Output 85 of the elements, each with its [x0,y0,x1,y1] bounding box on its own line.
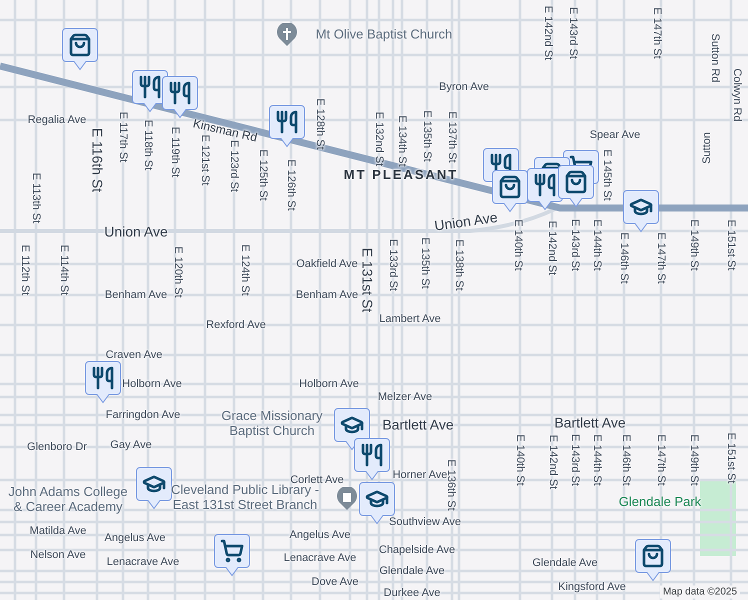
street-name: Farringdon Ave [106,408,180,422]
street-name: E 112th St [18,244,32,296]
street-name: Lenacrave Ave [284,552,356,564]
street-name: E 146th St [618,232,630,284]
street-name: Bartlett Ave [382,417,454,433]
park-name: Glendale Park [618,494,702,510]
street-name: E 116th St [89,128,105,192]
street-name: E 113th St [30,172,42,224]
street-name: E 118th St [142,120,154,170]
street-name: Rexford Ave [206,318,266,332]
street-name: E 140th St [512,219,524,271]
street-name: Glendale Ave [532,556,598,570]
street-name: E 142nd St [546,220,558,276]
street-name: E 123rd St [228,140,240,192]
street-name: Dove Ave [312,576,358,588]
street-name: Union Ave [433,210,499,234]
street-name: Durkee Ave [384,586,440,600]
neighborhood-name: MT PLEASANT [344,168,458,182]
street-name: E 147th St [654,434,668,486]
street-name: E 142nd St [542,6,554,60]
place-name: Grace Missionary Baptist Church [220,409,324,439]
street-name: Union Ave [104,224,168,240]
street-name: Southview Ave [389,516,461,528]
street-name: E 151st St [724,220,738,270]
street-name: E 124th St [238,244,252,296]
street-name: E 132nd St [372,112,386,166]
street-name: E 146th St [620,434,632,486]
street-name: Corlett Ave [290,474,344,486]
street-name: Benham Ave [296,288,358,302]
street-name: E 143rd St [568,434,582,486]
street-name: Nelson Ave [30,548,86,562]
street-name: Byron Ave [439,80,489,94]
street-name: Angelus Ave [104,532,166,544]
place-name: Mt Olive Baptist Church [314,28,454,42]
street-name: E 135th St [420,110,434,162]
street-name: E 137th St [446,111,458,163]
street-name: E 121st St [199,134,212,186]
street-name: E 143rd St [568,219,582,271]
street-name: E 142nd St [546,434,560,490]
street-name: E 143rd St [566,7,580,59]
street-name: E 144th St [590,434,604,486]
street-name: Holborn Ave [299,378,359,390]
street-name: Oakfield Ave [296,258,358,270]
street-name: Spear Ave [590,128,640,142]
street-name: E 135th St [418,237,432,289]
street-name: Benham Ave [104,288,168,302]
street-name: E 151st St [724,432,738,484]
street-name: E 131st St [359,248,375,312]
street-name: E 140th St [514,434,526,486]
street-name: Bartlett Ave [554,415,626,431]
street-name: E 149th St [688,434,700,486]
street-name: Regalia Ave [28,114,86,126]
street-name: E 147th St [654,232,668,284]
street-name: E 133rd St [386,239,400,291]
map-credit: Map data ©2025 [660,586,740,598]
street-name: Lenacrave Ave [106,556,180,568]
street-name: Gay Ave [110,438,152,452]
street-name: E 134th St [396,115,408,167]
street-name: E 119th St [168,126,182,178]
street-name: Kingsford Ave [558,580,626,594]
street-name: Sutton [700,132,714,164]
street-name: Chapelside Ave [378,544,456,556]
street-name: Sutton Rd [708,34,722,82]
street-name: Craven Ave [106,348,162,362]
street-name: Matilda Ave [30,524,86,538]
street-name: Angelus Ave [290,528,350,542]
street-name: Glenboro Dr [27,440,87,454]
street-name: E 120th St [172,246,184,298]
street-name: Colwyn Rd [730,68,744,122]
street-name: E 117th St [116,112,130,162]
place-name: John Adams College & Career Academy [7,485,129,515]
street-name: E 144th St [590,219,604,271]
street-name: Melzer Ave [378,390,432,404]
street-name: E 147th St [650,7,664,59]
street-name: E 125th St [256,149,270,201]
street-name: E 138th St [452,239,466,291]
street-name: E 114th St [58,244,70,296]
street-name: Glendale Ave [379,564,445,578]
street-name: E 126th St [284,159,298,211]
street-name: Horner Ave [392,468,448,482]
street-name: Holborn Ave [122,378,182,390]
street-name: E 128th St [314,98,326,150]
street-name: E 145th St [600,149,614,201]
street-name: E 149th St [688,219,700,271]
street-name: Lambert Ave [379,312,441,326]
